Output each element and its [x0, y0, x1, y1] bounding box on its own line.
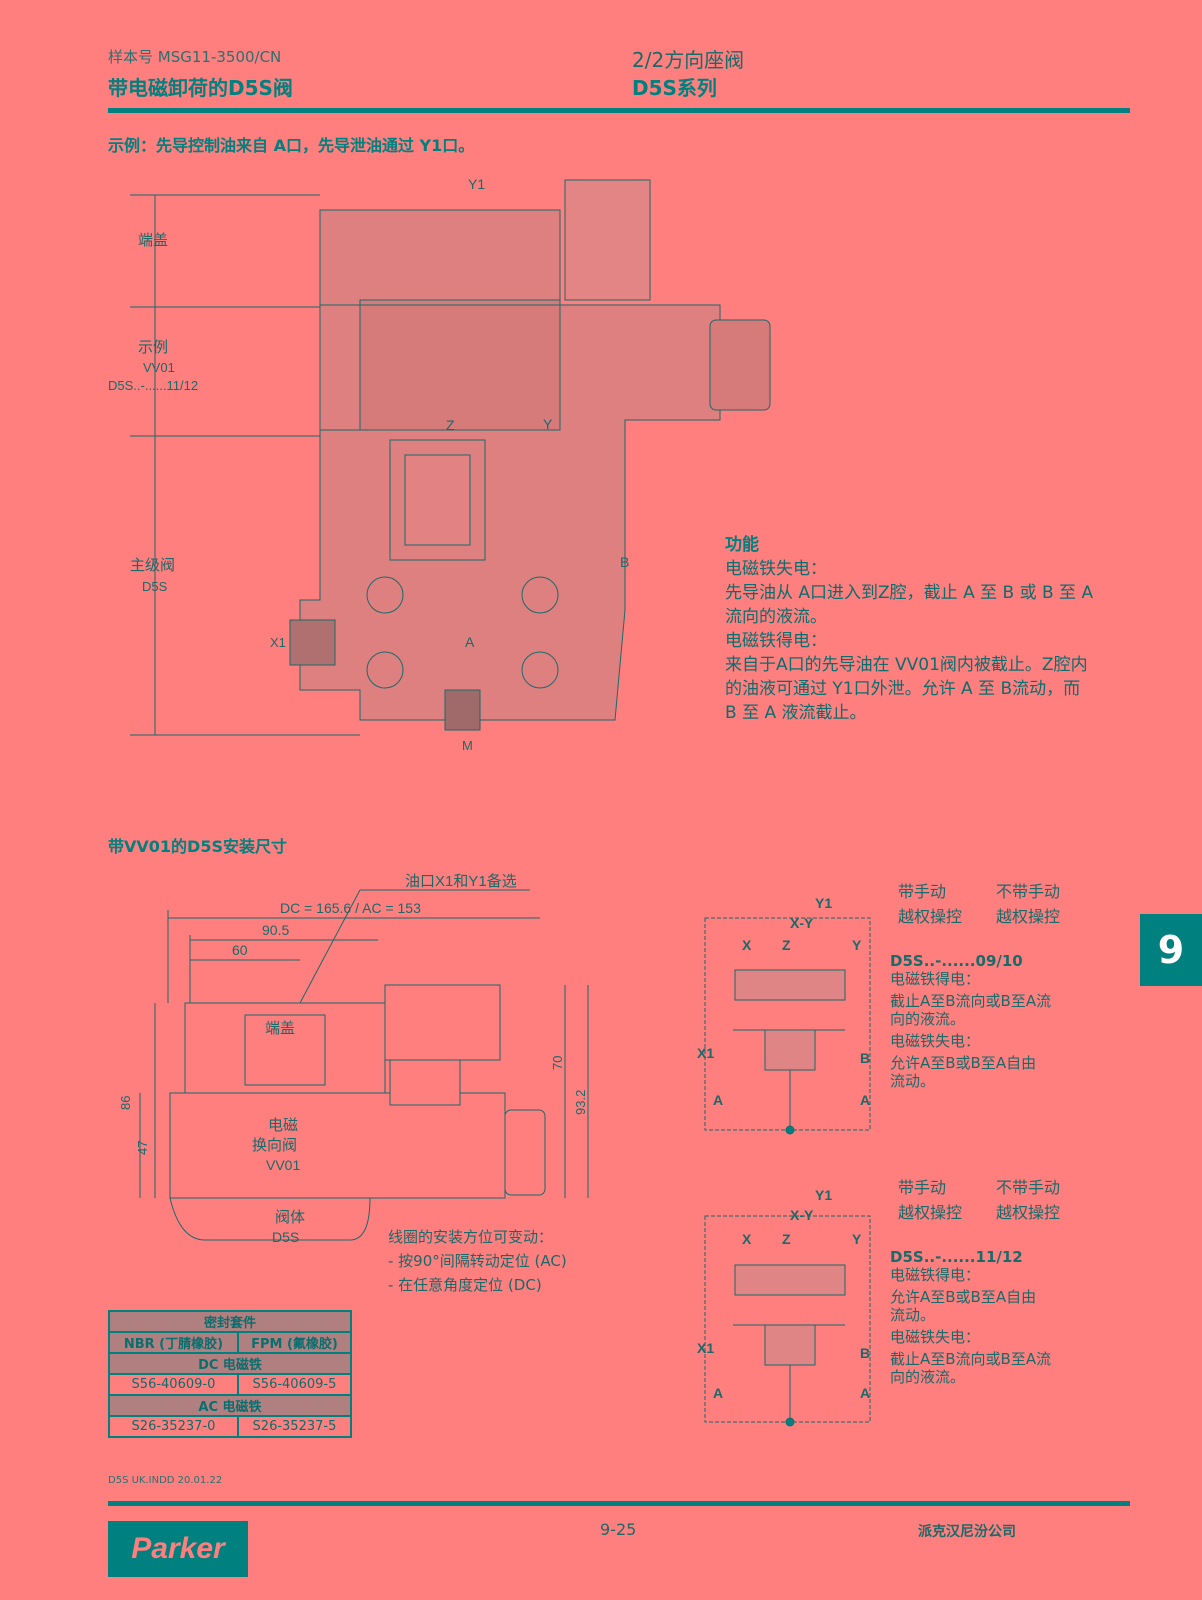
label-mount-vv01: VV01	[266, 1157, 300, 1173]
schematic-code: D5S..-......09/10	[890, 952, 1023, 970]
dim-dc-ac: DC = 165.6 / AC = 153	[280, 900, 421, 916]
section-heading-example: 示例：先导控制油来自 A口，先导泄油通过 Y1口。	[108, 136, 475, 155]
label-mount-cover: 端盖	[265, 1020, 295, 1037]
label-d5s-code: D5S..-......11/12	[108, 378, 198, 393]
function-line: 电磁铁得电：	[725, 631, 827, 651]
schematic-text-2: D5S..-......11/12 电磁铁得电： 允许A至B或B至A自由 流动。…	[890, 1248, 1052, 1386]
schematic-symbol-1	[704, 917, 871, 1135]
chapter-tab: 9	[1140, 914, 1202, 986]
label-y: Y	[543, 416, 553, 432]
label-example: 示例	[138, 339, 168, 356]
ac-fpm-part: S26-35237-5	[236, 1415, 353, 1438]
page-title: 带电磁卸荷的D5S阀	[108, 76, 293, 100]
port-x1: X1	[697, 1340, 714, 1356]
function-title: 功能	[725, 535, 759, 555]
label-a: A	[465, 634, 475, 650]
dc-fpm-part: S56-40609-5	[236, 1373, 353, 1396]
catalog-number: 样本号 MSG11-3500/CN	[108, 48, 282, 66]
company-name: 派克汉尼汾公司	[918, 1524, 1016, 1540]
port-a: A	[860, 1385, 870, 1401]
dc-nbr-part: S56-40609-0	[108, 1373, 239, 1396]
section-heading-mounting: 带VV01的D5S安装尺寸	[108, 837, 287, 856]
label-main-valve: 主级阀	[130, 557, 175, 574]
label-z: Z	[446, 417, 455, 433]
port-y: Y	[852, 937, 862, 953]
coil-note-line: - 按90°间隔转动定位 (AC)	[388, 1252, 567, 1270]
dim-47: 47	[135, 1141, 150, 1155]
schematic-code: D5S..-......11/12	[890, 1248, 1023, 1266]
label-vv01: VV01	[143, 360, 175, 375]
port-x: X	[742, 1231, 752, 1247]
coil-note-line: - 在任意角度定位 (DC)	[388, 1276, 542, 1294]
dim-70: 70	[550, 1056, 565, 1070]
label-body: 阀体	[275, 1209, 305, 1226]
file-info: D5S UK.INDD 20.01.22	[108, 1475, 223, 1486]
function-line: 来自于A口的先导油在 VV01阀内被截止。Z腔内	[725, 655, 1088, 675]
label-directional: 换向阀	[252, 1137, 297, 1154]
col-fpm: FPM (氟橡胶)	[236, 1331, 353, 1354]
label-y1: Y1	[468, 176, 485, 192]
label-cover: 端盖	[138, 232, 168, 249]
label-x1: X1	[270, 635, 286, 650]
port-x: X	[742, 937, 752, 953]
port-x1: X1	[697, 1045, 714, 1061]
dimension-lines	[130, 194, 360, 736]
port-y1: Y1	[815, 1187, 832, 1203]
coil-note-line: 线圈的安装方位可变动：	[388, 1228, 554, 1246]
port-a: A	[860, 1092, 870, 1108]
without-manual-label-2: 不带手动越权操控	[996, 1178, 1061, 1222]
label-ports-alt: 油口X1和Y1备选	[405, 873, 517, 890]
function-line: B 至 A 液流截止。	[725, 703, 867, 723]
port-xy: X-Y	[790, 1207, 814, 1223]
valve-cross-section	[289, 179, 771, 731]
schematic-symbol-2	[704, 1215, 871, 1427]
schematic-text-1: D5S..-......09/10 电磁铁得电： 截止A至B流向或B至A流 向的…	[890, 952, 1052, 1090]
parker-logo: Parker	[108, 1521, 248, 1577]
label-b: B	[620, 554, 629, 570]
series-title: D5S系列	[632, 76, 717, 100]
function-line: 电磁铁失电：	[725, 559, 827, 579]
dc-solenoid-row: DC 电磁铁	[108, 1352, 352, 1375]
port-b: B	[860, 1050, 870, 1066]
function-block: 功能 电磁铁失电： 先导油从 A口进入到Z腔，截止 A 至 B 或 B 至 A …	[725, 533, 1093, 725]
label-mount-d5s: D5S	[272, 1229, 299, 1245]
port-z: Z	[782, 937, 791, 953]
port-y: Y	[852, 1231, 862, 1247]
port-a: A	[713, 1092, 723, 1108]
ac-nbr-part: S26-35237-0	[108, 1415, 239, 1438]
header-rule	[108, 108, 1130, 113]
dim-90-5: 90.5	[262, 922, 289, 938]
coil-note: 线圈的安装方位可变动： - 按90°间隔转动定位 (AC) - 在任意角度定位 …	[388, 1225, 567, 1297]
port-z: Z	[782, 1231, 791, 1247]
mounting-drawing	[139, 889, 589, 1241]
col-nbr: NBR (丁腈橡胶)	[108, 1331, 239, 1354]
label-solenoid: 电磁	[268, 1117, 298, 1134]
dim-86: 86	[118, 1096, 133, 1110]
series-subtitle: 2/2方向座阀	[632, 48, 745, 72]
port-y1: Y1	[815, 895, 832, 911]
seal-table-title: 密封套件	[108, 1310, 352, 1333]
dim-93-2: 93.2	[573, 1090, 588, 1115]
ac-solenoid-row: AC 电磁铁	[108, 1394, 352, 1417]
port-xy: X-Y	[790, 915, 814, 931]
function-line: 的油液可通过 Y1口外泄。允许 A 至 B流动，而	[725, 679, 1081, 699]
with-manual-label-1: 带手动越权操控	[898, 882, 963, 926]
function-line: 流向的液流。	[725, 607, 827, 627]
footer-rule	[108, 1501, 1130, 1506]
label-m: M	[462, 738, 473, 753]
seal-kit-table: 密封套件 NBR (丁腈橡胶)FPM (氟橡胶) DC 电磁铁 S56-4060…	[108, 1310, 353, 1438]
label-d5s: D5S	[142, 579, 168, 594]
without-manual-label-1: 不带手动越权操控	[996, 882, 1061, 926]
function-line: 先导油从 A口进入到Z腔，截止 A 至 B 或 B 至 A	[725, 583, 1094, 603]
with-manual-label-2: 带手动越权操控	[898, 1178, 963, 1222]
port-a: A	[713, 1385, 723, 1401]
page-number: 9-25	[600, 1520, 637, 1539]
dim-60: 60	[232, 942, 248, 958]
port-b: B	[860, 1345, 870, 1361]
